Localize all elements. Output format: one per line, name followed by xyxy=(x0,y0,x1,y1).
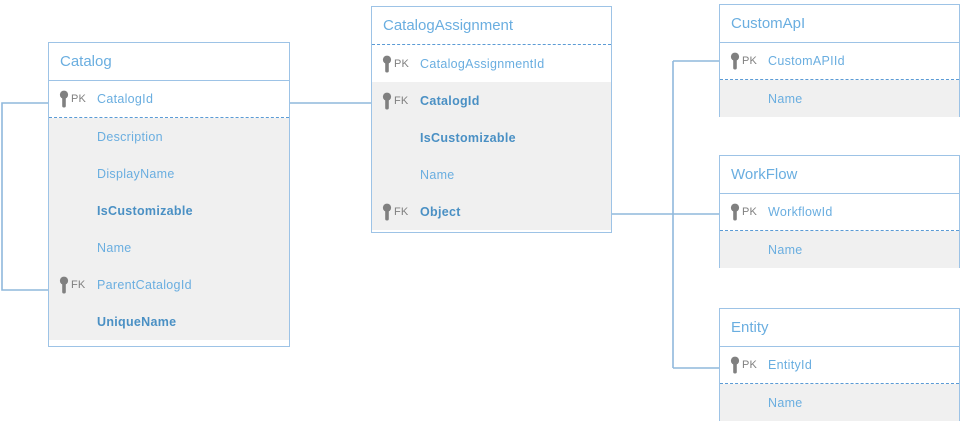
field-key-type: FK xyxy=(394,94,409,107)
key-icon xyxy=(59,90,69,108)
key-icon-wrap xyxy=(382,55,392,72)
key-icon xyxy=(382,92,392,109)
field-name: CatalogId xyxy=(420,93,480,108)
entity-field-row[interactable]: Name xyxy=(372,156,611,193)
entity-field-row[interactable]: DisplayName xyxy=(49,155,289,192)
key-icon xyxy=(730,52,740,70)
entity-field-row[interactable]: Name xyxy=(720,384,959,421)
entity-table-title: CustomApI xyxy=(720,5,959,43)
field-name: Description xyxy=(97,129,163,144)
key-icon xyxy=(382,203,392,220)
entity-table-title: Catalog xyxy=(49,43,289,81)
entity-field-row[interactable]: PK EntityId xyxy=(720,347,959,384)
field-key-type: FK xyxy=(71,278,86,291)
field-name: Name xyxy=(768,395,803,410)
key-icon xyxy=(59,276,69,293)
entity-field-row[interactable]: IsCustomizable xyxy=(372,119,611,156)
field-key-type: PK xyxy=(394,57,410,70)
field-name: Name xyxy=(420,167,455,182)
entity-field-row[interactable]: FK ParentCatalogId xyxy=(49,266,289,303)
entity-field-row[interactable]: Name xyxy=(49,229,289,266)
entity-field-row[interactable]: FK CatalogId xyxy=(372,82,611,119)
entity-field-row[interactable]: UniqueName xyxy=(49,303,289,340)
field-name: Name xyxy=(97,240,132,255)
entity-field-row[interactable]: PK CatalogAssignmentId xyxy=(372,45,611,82)
entity-field-row[interactable]: Name xyxy=(720,80,959,117)
entity-table-title: CatalogAssignment xyxy=(372,7,611,45)
field-name: Name xyxy=(768,91,803,106)
field-name: CatalogAssignmentId xyxy=(420,56,545,71)
field-name: DisplayName xyxy=(97,166,175,181)
entity-field-row[interactable]: PK WorkflowId xyxy=(720,194,959,231)
field-name: UniqueName xyxy=(97,314,177,329)
field-name: IsCustomizable xyxy=(420,130,516,145)
entity-field-row[interactable]: PK CatalogId xyxy=(49,81,289,118)
field-name: IsCustomizable xyxy=(97,203,193,218)
key-icon-wrap xyxy=(382,203,392,220)
field-name: Object xyxy=(420,204,461,219)
key-icon xyxy=(730,203,740,221)
field-name: CustomAPIId xyxy=(768,54,845,68)
connector-catalog-self-reference xyxy=(1,102,48,291)
field-key-type: PK xyxy=(742,359,758,371)
entity-table-title: WorkFlow xyxy=(720,156,959,194)
key-icon-wrap xyxy=(730,356,740,374)
field-name: WorkflowId xyxy=(768,205,833,219)
key-icon xyxy=(382,55,392,72)
key-icon xyxy=(730,356,740,374)
field-key-type: PK xyxy=(71,93,87,105)
field-key-type: FK xyxy=(394,205,409,218)
entity-table-title: Entity xyxy=(720,309,959,347)
entity-field-row[interactable]: FK Object xyxy=(372,193,611,230)
field-key-type: PK xyxy=(742,206,758,218)
field-name: EntityId xyxy=(768,358,813,372)
field-name: ParentCatalogId xyxy=(97,277,192,292)
entity-field-row[interactable]: Name xyxy=(720,231,959,268)
key-icon-wrap xyxy=(59,90,69,108)
entity-field-row[interactable]: PK CustomAPIId xyxy=(720,43,959,80)
key-icon-wrap xyxy=(382,92,392,109)
entity-field-row[interactable]: IsCustomizable xyxy=(49,192,289,229)
entity-field-row[interactable]: Description xyxy=(49,118,289,155)
field-key-type: PK xyxy=(742,55,758,67)
field-name: Name xyxy=(768,242,803,257)
key-icon-wrap xyxy=(59,276,69,293)
key-icon-wrap xyxy=(730,52,740,70)
field-name: CatalogId xyxy=(97,92,154,106)
key-icon-wrap xyxy=(730,203,740,221)
